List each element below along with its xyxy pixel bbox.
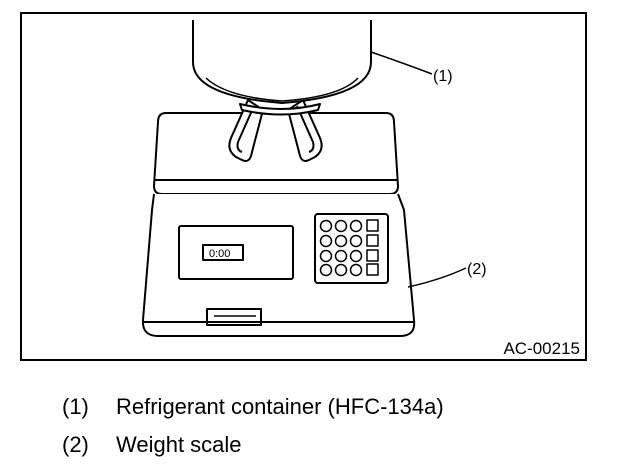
key-button xyxy=(334,263,348,277)
container-body xyxy=(192,20,372,104)
callout-leaders xyxy=(370,51,467,288)
legend-item: (1) Refrigerant container (HFC-134a) xyxy=(62,388,602,426)
key-button-square xyxy=(366,249,379,262)
key-button xyxy=(334,219,348,233)
key-button xyxy=(349,249,363,263)
keypad-panel xyxy=(314,213,389,284)
legend: (1) Refrigerant container (HFC-134a) (2)… xyxy=(62,388,602,464)
key-button xyxy=(319,234,333,248)
key-button xyxy=(349,263,363,277)
key-button-square xyxy=(366,263,379,276)
callout-label-1: (1) xyxy=(433,68,453,85)
display-panel xyxy=(178,225,294,280)
container-stand-leg-right-inner xyxy=(296,105,315,153)
lcd-reading: 0:00 xyxy=(209,248,230,260)
key-button xyxy=(334,234,348,248)
legend-item-number: (1) xyxy=(62,394,89,419)
legend-item-text: Weight scale xyxy=(116,432,242,457)
key-button xyxy=(349,234,363,248)
key-button xyxy=(319,219,333,233)
diagram-figure: 0:00 (1) (2) AC-00215 xyxy=(20,12,587,361)
legend-item-number: (2) xyxy=(62,432,89,457)
keypad-buttons xyxy=(319,219,379,277)
card-slot xyxy=(206,308,262,326)
leader-line-2 xyxy=(407,267,467,288)
container-bottom-rim xyxy=(205,77,359,102)
lcd-window xyxy=(202,244,244,261)
key-button xyxy=(334,249,348,263)
key-button-square xyxy=(366,219,379,232)
refrigerant-container xyxy=(192,20,372,162)
weight-scale xyxy=(141,112,416,337)
callout-label-2: (2) xyxy=(467,261,487,278)
figure-code: AC-00215 xyxy=(503,339,580,358)
key-button xyxy=(319,263,333,277)
container-stand-leg-left-inner xyxy=(236,105,255,153)
leader-line-1 xyxy=(370,51,433,75)
key-button xyxy=(319,249,333,263)
container-stand-ring xyxy=(239,103,321,116)
key-button xyxy=(349,219,363,233)
scale-platform-top xyxy=(153,112,399,195)
legend-item-text: Refrigerant container (HFC-134a) xyxy=(116,394,444,419)
key-button-square xyxy=(366,234,379,247)
legend-item: (2) Weight scale xyxy=(62,426,602,464)
scale-body xyxy=(141,193,416,337)
